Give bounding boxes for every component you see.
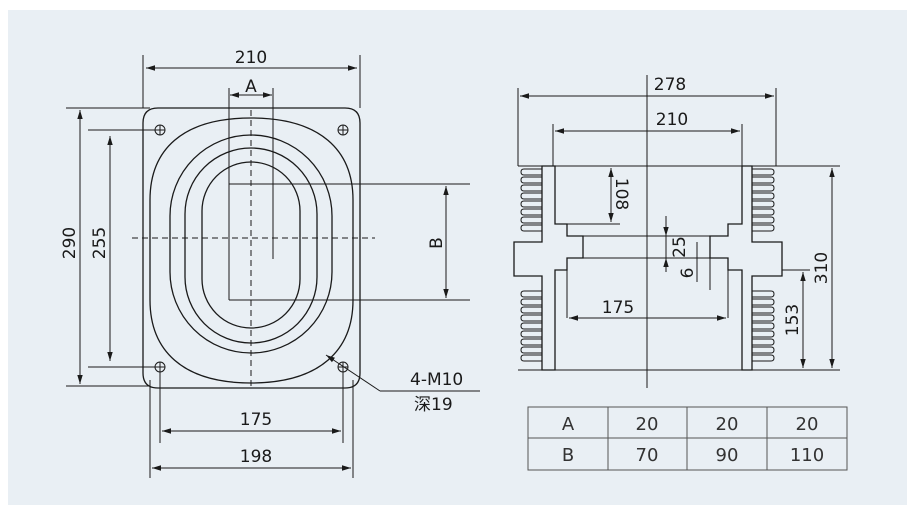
fin bbox=[752, 176, 775, 184]
dim-b: B bbox=[427, 237, 447, 249]
table-cell: 20 bbox=[636, 414, 659, 435]
dim-6: 6 bbox=[678, 268, 698, 279]
fin bbox=[752, 346, 775, 354]
hole-icon bbox=[337, 124, 349, 136]
mounting-hole-icons bbox=[154, 124, 349, 373]
front-view: 210 A B 290 255 175 198 4-M10 深19 bbox=[60, 48, 480, 478]
fin bbox=[752, 192, 775, 200]
fin bbox=[752, 168, 775, 176]
fin bbox=[520, 184, 542, 192]
fin bbox=[752, 322, 775, 330]
dim-210: 210 bbox=[235, 48, 267, 68]
fin bbox=[520, 168, 542, 176]
fin bbox=[752, 354, 775, 362]
dim-198: 198 bbox=[240, 447, 272, 467]
fin bbox=[520, 314, 542, 322]
fin bbox=[752, 290, 775, 298]
table-cell: 110 bbox=[790, 445, 824, 466]
fin bbox=[520, 330, 542, 338]
fin bbox=[520, 306, 542, 314]
fin bbox=[520, 298, 542, 306]
fin bbox=[520, 224, 542, 232]
dimension-table: A 20 20 20 B 70 90 110 bbox=[527, 406, 848, 471]
table-row-label: A bbox=[562, 414, 575, 435]
fin bbox=[752, 330, 775, 338]
fin bbox=[752, 216, 775, 224]
fin bbox=[752, 200, 775, 208]
fin bbox=[520, 354, 542, 362]
mounting-plate bbox=[142, 107, 361, 389]
fin bbox=[752, 314, 775, 322]
section-view: 278 210 108 25 6 175 153 310 bbox=[513, 75, 840, 388]
fin bbox=[752, 338, 775, 346]
dim-153: 153 bbox=[783, 304, 803, 336]
fin bbox=[520, 290, 542, 298]
fin bbox=[752, 224, 775, 232]
dim-210-body: 210 bbox=[656, 110, 688, 130]
table-cell: 90 bbox=[716, 445, 739, 466]
fin bbox=[520, 346, 542, 354]
dim-175: 175 bbox=[240, 410, 272, 430]
table-cell: 70 bbox=[636, 445, 659, 466]
panel-background bbox=[8, 10, 907, 505]
dim-175-bore: 175 bbox=[602, 298, 634, 318]
fin bbox=[520, 338, 542, 346]
fin bbox=[520, 208, 542, 216]
table-row-label: B bbox=[562, 445, 574, 466]
hole-depth-note: 深19 bbox=[414, 395, 453, 415]
table-cell: 20 bbox=[796, 414, 819, 435]
table-cell: 20 bbox=[716, 414, 739, 435]
fin bbox=[520, 192, 542, 200]
hole-icon bbox=[154, 361, 166, 373]
dim-25: 25 bbox=[670, 236, 690, 258]
fin bbox=[520, 216, 542, 224]
dim-278: 278 bbox=[654, 75, 686, 95]
dim-310: 310 bbox=[812, 252, 832, 284]
insulator-fins bbox=[520, 168, 775, 362]
dim-108: 108 bbox=[611, 178, 631, 210]
fin bbox=[520, 200, 542, 208]
hole-thread-note: 4-M10 bbox=[410, 370, 463, 390]
fin bbox=[752, 184, 775, 192]
hole-icon bbox=[154, 124, 166, 136]
dim-a: A bbox=[245, 77, 257, 97]
fin bbox=[520, 176, 542, 184]
fin bbox=[752, 208, 775, 216]
fin bbox=[752, 306, 775, 314]
dim-255: 255 bbox=[90, 227, 110, 259]
fin bbox=[520, 322, 542, 330]
fin bbox=[752, 298, 775, 306]
dim-290: 290 bbox=[60, 227, 80, 259]
